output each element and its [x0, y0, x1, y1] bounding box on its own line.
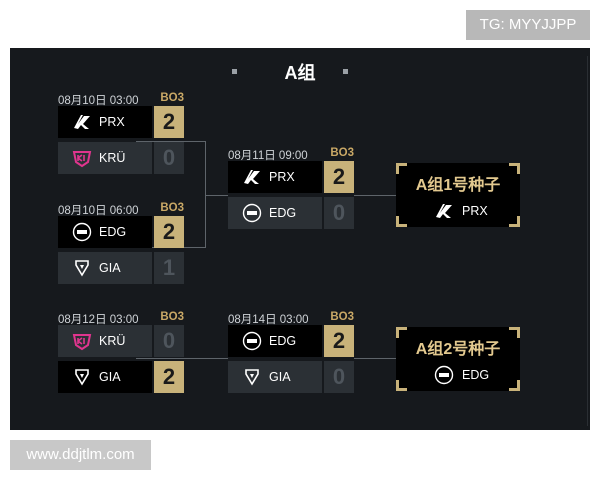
match-format: BO3: [160, 202, 184, 214]
team-name: KRÜ: [99, 334, 126, 348]
edg-logo-icon: [72, 222, 92, 242]
team-row[interactable]: KRÜ 0: [58, 325, 184, 357]
match-date: 08月14日 03:00: [228, 314, 309, 326]
edg-logo-icon: [434, 365, 454, 385]
connector-line: [136, 141, 206, 142]
gia-logo-icon: [75, 260, 89, 277]
team-row[interactable]: KRÜ 0: [58, 142, 184, 174]
team-row[interactable]: GIA 1: [58, 252, 184, 284]
team-row[interactable]: PRX 2: [228, 161, 354, 193]
seed-card[interactable]: A组2号种子 EDG: [396, 327, 520, 391]
seed-title: A组1号种子: [415, 177, 501, 194]
team-name: PRX: [269, 170, 295, 184]
seed-team-name: PRX: [462, 204, 488, 218]
team-name: GIA: [269, 370, 291, 384]
group-title: A组: [284, 63, 316, 83]
team-row[interactable]: GIA 0: [228, 361, 354, 393]
edg-logo-icon: [242, 203, 262, 223]
team-name: GIA: [99, 370, 121, 384]
team-name: PRX: [99, 115, 125, 129]
match-format: BO3: [330, 311, 354, 323]
team-score: 2: [324, 325, 354, 357]
kru-logo-icon: [72, 334, 92, 351]
seed-team-name: EDG: [462, 368, 490, 382]
url-watermark: www.ddjtlm.com: [10, 440, 151, 470]
match-date: 08月12日 03:00: [58, 314, 139, 326]
match-date: 08月10日 06:00: [58, 205, 139, 217]
team-row[interactable]: EDG 0: [228, 197, 354, 229]
match-card[interactable]: 08月11日 09:00 BO3 PRX 2 EDG 0: [228, 145, 354, 233]
prx-logo-icon: [244, 170, 260, 184]
team-score: 0: [324, 197, 354, 229]
match-card[interactable]: 08月10日 06:00 BO3 EDG 2 GIA 1: [58, 200, 184, 288]
team-row[interactable]: GIA 2: [58, 361, 184, 393]
team-score: 2: [154, 216, 184, 248]
match-card[interactable]: 08月12日 03:00 BO3 KRÜ 0 GIA 2: [58, 309, 184, 397]
match-card[interactable]: 08月14日 03:00 BO3 EDG 2 GIA 0: [228, 309, 354, 397]
team-name: EDG: [269, 206, 297, 220]
team-row[interactable]: PRX 2: [58, 106, 184, 138]
prx-logo-icon: [436, 204, 452, 218]
team-score: 2: [154, 106, 184, 138]
title-dot-right: [343, 69, 348, 74]
connector-line: [205, 141, 206, 248]
gia-logo-icon: [245, 369, 259, 386]
title-dot-left: [232, 69, 237, 74]
seed-title: A组2号种子: [415, 341, 501, 358]
match-format: BO3: [160, 92, 184, 104]
match-date: 08月11日 09:00: [228, 150, 308, 162]
edg-logo-icon: [242, 331, 262, 351]
team-score: 0: [154, 142, 184, 174]
connector-line: [354, 358, 396, 359]
team-score: 0: [324, 361, 354, 393]
side-divider: [587, 56, 588, 426]
team-name: GIA: [99, 261, 121, 275]
team-name: EDG: [269, 334, 297, 348]
connector-line: [206, 195, 228, 196]
team-row[interactable]: EDG 2: [228, 325, 354, 357]
connector-line: [354, 195, 396, 196]
match-date: 08月10日 03:00: [58, 95, 139, 107]
team-score: 2: [324, 161, 354, 193]
team-name: EDG: [99, 225, 127, 239]
match-format: BO3: [330, 147, 354, 159]
seed-card[interactable]: A组1号种子 PRX: [396, 163, 520, 227]
team-score: 2: [154, 361, 184, 393]
tg-watermark: TG: MYYJJPP: [466, 10, 590, 40]
match-format: BO3: [160, 311, 184, 323]
team-score: 0: [154, 325, 184, 357]
gia-logo-icon: [75, 369, 89, 386]
team-name: KRÜ: [99, 151, 126, 165]
match-card[interactable]: 08月10日 03:00 BO3 PRX 2 KRÜ 0: [58, 90, 184, 178]
prx-logo-icon: [74, 115, 90, 129]
kru-logo-icon: [72, 151, 92, 168]
team-row[interactable]: EDG 2: [58, 216, 184, 248]
connector-line: [136, 358, 228, 359]
team-score: 1: [154, 252, 184, 284]
